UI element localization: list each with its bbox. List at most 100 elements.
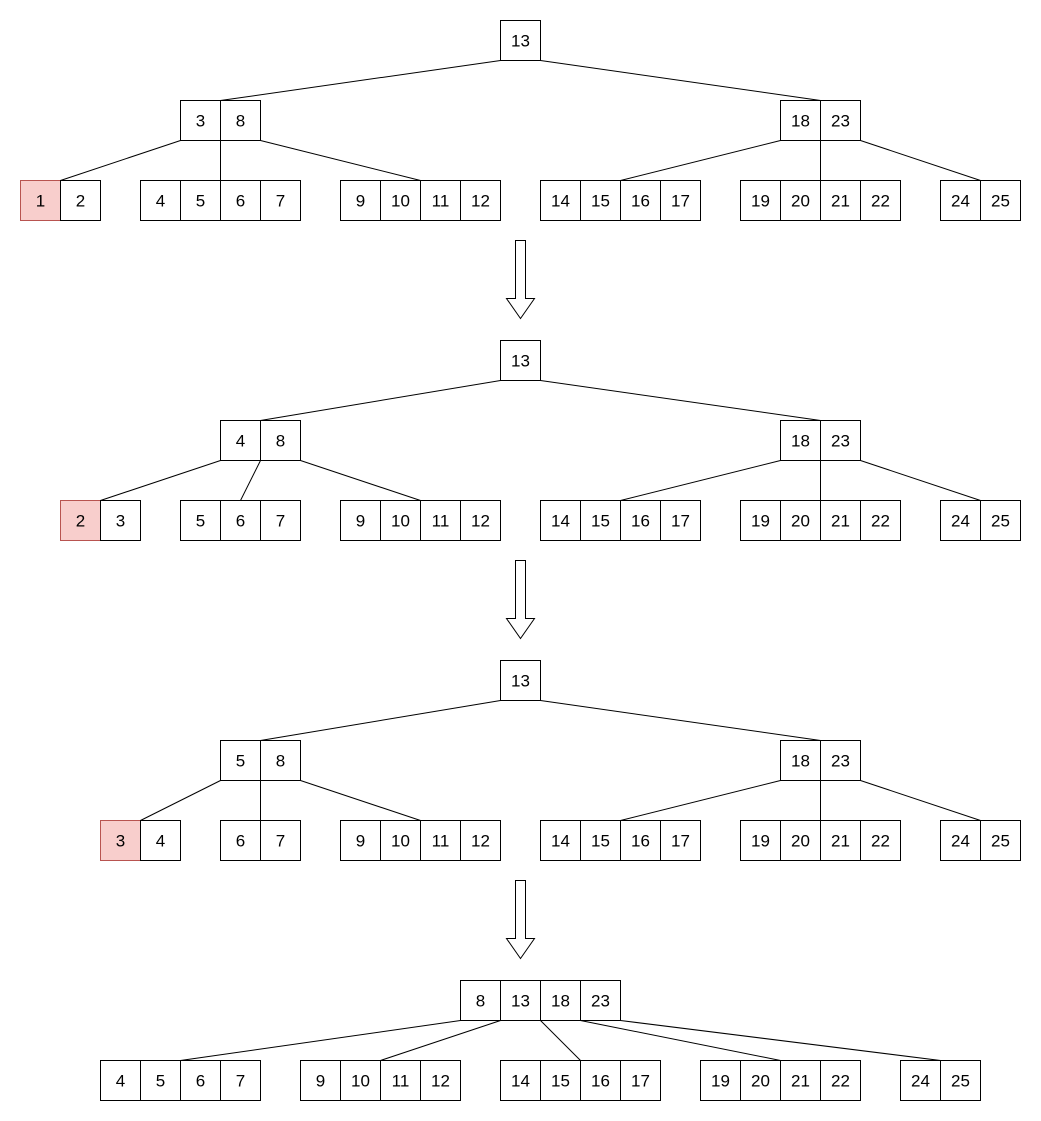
- tree-edge: [860, 460, 981, 501]
- key-cell: [260, 740, 301, 781]
- key-label: 9: [316, 1072, 325, 1091]
- tree-edge: [60, 140, 181, 181]
- key-label: 5: [236, 752, 245, 771]
- key-label: 7: [276, 512, 285, 531]
- key-label: 21: [831, 512, 850, 531]
- key-cell: [260, 500, 301, 541]
- key-cell: [780, 1060, 821, 1101]
- key-label: 6: [236, 832, 245, 851]
- key-label: 8: [236, 112, 245, 131]
- tree-edge: [540, 60, 821, 101]
- key-cell: [540, 980, 581, 1021]
- key-label: 10: [391, 832, 410, 851]
- key-cell: [420, 820, 461, 861]
- key-label: 19: [751, 832, 770, 851]
- key-label: 21: [831, 192, 850, 211]
- key-cell: [820, 100, 861, 141]
- key-cell: [860, 500, 901, 541]
- key-label: 20: [791, 832, 810, 851]
- tree-edge: [380, 1020, 501, 1061]
- key-label: 8: [476, 992, 485, 1011]
- key-label: 16: [631, 832, 650, 851]
- key-label: 23: [831, 112, 850, 131]
- key-label: 17: [671, 192, 690, 211]
- root-node: 13: [500, 20, 541, 61]
- key-cell: [220, 420, 261, 461]
- key-cell: [540, 820, 581, 861]
- key-cell: [380, 820, 421, 861]
- key-cell: [580, 820, 621, 861]
- key-label: 18: [791, 112, 810, 131]
- key-label: 22: [871, 512, 890, 531]
- key-cell: [300, 1060, 341, 1101]
- tree-edge: [540, 700, 821, 741]
- key-label: 15: [591, 192, 610, 211]
- key-cell: [820, 1060, 861, 1101]
- key-cell: [460, 820, 501, 861]
- key-label: 23: [831, 432, 850, 451]
- key-label: 17: [631, 1072, 650, 1091]
- key-cell: [860, 820, 901, 861]
- key-label: 4: [116, 1072, 125, 1091]
- key-label: 25: [991, 512, 1010, 531]
- tree-edge: [540, 1020, 581, 1061]
- key-cell: [660, 180, 701, 221]
- key-label: 5: [196, 512, 205, 531]
- key-label: 2: [76, 512, 85, 531]
- key-label: 6: [196, 1072, 205, 1091]
- key-label: 19: [751, 512, 770, 531]
- key-label: 16: [631, 192, 650, 211]
- key-label: 2: [76, 192, 85, 211]
- key-cell: [220, 100, 261, 141]
- key-label: 6: [236, 192, 245, 211]
- key-cell: [940, 500, 981, 541]
- key-cell: [500, 20, 541, 61]
- key-cell: [100, 1060, 141, 1101]
- key-cell: [260, 820, 301, 861]
- key-label: 17: [671, 832, 690, 851]
- key-label: 3: [116, 832, 125, 851]
- key-label: 17: [671, 512, 690, 531]
- tree-edge: [260, 700, 501, 741]
- key-cell: [220, 1060, 261, 1101]
- key-label: 15: [551, 1072, 570, 1091]
- tree-edge: [580, 1020, 781, 1061]
- key-label: 21: [791, 1072, 810, 1091]
- key-cell: [580, 980, 621, 1021]
- key-label: 13: [511, 672, 530, 691]
- key-cell: [220, 820, 261, 861]
- key-label: 3: [116, 512, 125, 531]
- key-cell: [380, 180, 421, 221]
- key-cell: [220, 500, 261, 541]
- key-label: 5: [196, 192, 205, 211]
- key-cell: [140, 180, 181, 221]
- tree-edge: [260, 140, 421, 181]
- key-cell: [500, 660, 541, 701]
- key-cell: [820, 820, 861, 861]
- key-cell: [820, 740, 861, 781]
- key-label: 22: [871, 832, 890, 851]
- tree-edge: [540, 380, 821, 421]
- key-cell: [620, 820, 661, 861]
- key-label: 3: [196, 112, 205, 131]
- key-label: 15: [591, 832, 610, 851]
- key-cell: [980, 180, 1021, 221]
- key-label: 18: [791, 432, 810, 451]
- key-label: 11: [432, 832, 450, 851]
- key-cell: [820, 500, 861, 541]
- key-label: 10: [351, 1072, 370, 1091]
